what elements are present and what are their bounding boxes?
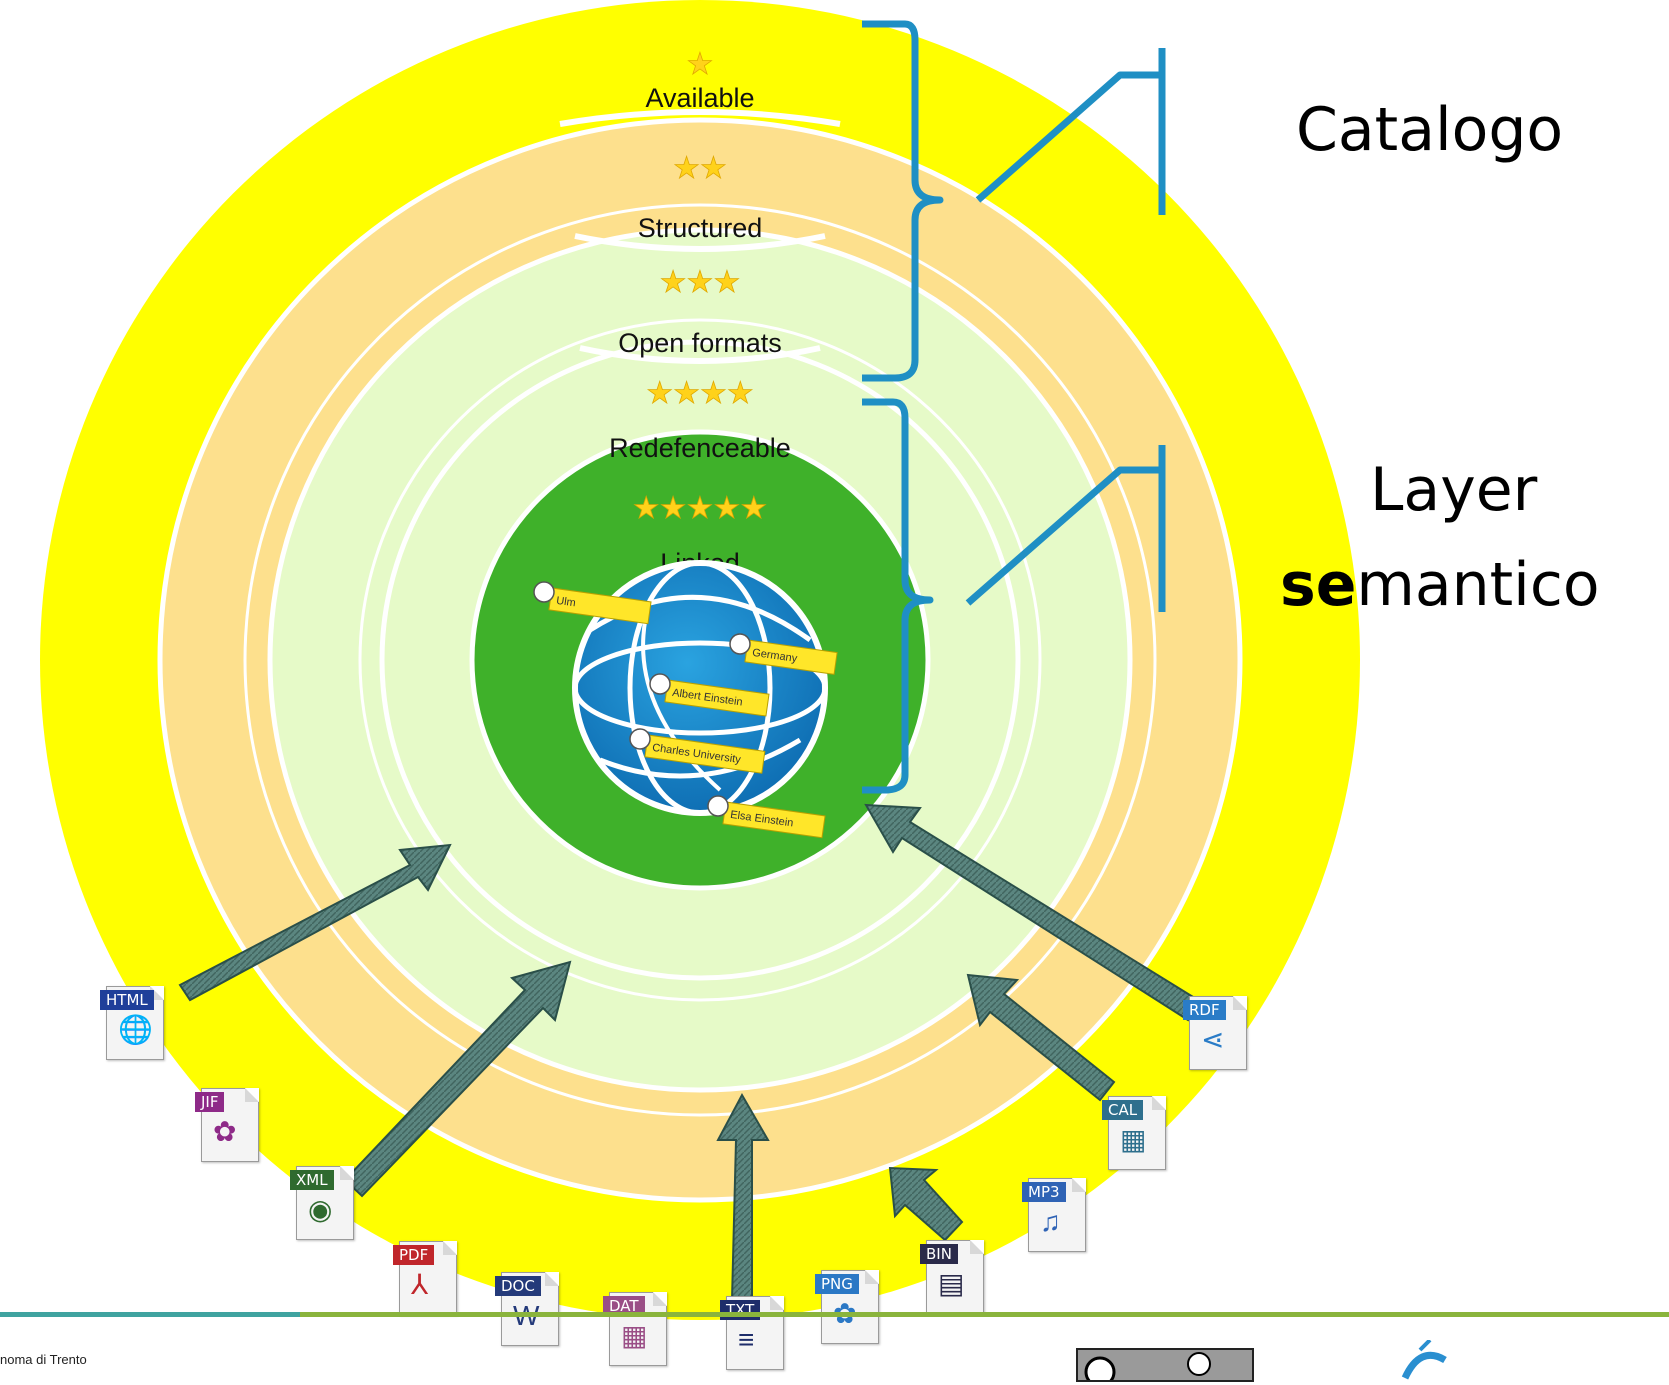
layer-label-bold-part: se	[1280, 550, 1357, 620]
file-icon-jif: JIF ✿	[195, 1082, 261, 1164]
rdf-icon: ⋖	[1201, 1024, 1225, 1055]
table-icon: ▦	[621, 1320, 648, 1351]
star-rating-1: ★	[687, 48, 714, 81]
text-icon: ≡	[738, 1324, 755, 1355]
globe-icon: ◉	[308, 1194, 333, 1225]
footer-line-left	[0, 1312, 300, 1317]
globe-node-card: Ulm	[533, 581, 652, 625]
calendar-icon: ▦	[1120, 1124, 1147, 1155]
globe-node-card: Albert Einstein	[649, 673, 770, 717]
browser-icon: 🌐	[118, 1014, 153, 1045]
arrow-html	[178, 843, 452, 1002]
file-icon-cal: CAL ▦	[1102, 1090, 1168, 1172]
file-icon-txt: TXT ≡	[720, 1290, 786, 1372]
layer-label-line1: Layer	[1370, 455, 1538, 525]
footer-line-right	[300, 1312, 1669, 1317]
node-icon	[629, 728, 651, 750]
star-rating-5: ★★★★★	[633, 492, 767, 525]
file-type-tag: RDF	[1183, 1000, 1226, 1020]
file-type-tag: DAT	[603, 1296, 645, 1316]
globe-node-label: Ulm	[555, 595, 576, 610]
file-icon-mp3: MP3 ♫	[1022, 1172, 1088, 1254]
file-icon-html: HTML 🌐	[100, 980, 166, 1062]
ring-wave-1	[559, 109, 841, 127]
layer-label-line2: semantico	[1280, 555, 1600, 615]
ring-label-1: Structured	[638, 213, 763, 243]
star-rating-4: ★★★★	[646, 377, 754, 410]
globe-node-card: Charles University	[629, 728, 766, 774]
arrow-xml	[343, 960, 572, 1198]
layer-label-rest: mantico	[1356, 550, 1600, 620]
node-icon	[533, 581, 555, 603]
ring-label-0: Available	[645, 83, 754, 113]
file-type-tag: JIF	[195, 1092, 225, 1112]
binary-icon: ▤	[938, 1268, 965, 1299]
ring-label-3: Redefenceable	[609, 433, 791, 463]
cc-icon	[1084, 1352, 1211, 1385]
data-flow-arrows	[178, 803, 1200, 1301]
arrow-rdf	[864, 803, 1200, 1022]
file-type-tag: BIN	[920, 1244, 958, 1264]
file-icon-png: PNG✿	[815, 1264, 881, 1346]
arrow-txt	[716, 1092, 770, 1301]
globe-node-card: Germany	[729, 633, 838, 675]
star-rating-2: ★★	[673, 152, 727, 185]
file-type-tag: PNG	[815, 1274, 859, 1294]
file-type-tag: PDF	[393, 1245, 435, 1265]
node-icon	[649, 673, 671, 695]
file-type-tag: HTML	[100, 990, 154, 1010]
file-icon-pdf: PDF ⅄	[393, 1235, 459, 1317]
node-icon	[707, 795, 729, 817]
node-icon	[729, 633, 751, 655]
audio-icon: ♫	[1040, 1206, 1061, 1237]
arrow-cal	[966, 973, 1116, 1102]
open-logo-icon	[1401, 1340, 1447, 1380]
inner-divider-ring	[358, 318, 1042, 1002]
ring-label-2: Open formats	[618, 328, 782, 358]
footer-text: noma di Trento	[0, 1352, 87, 1367]
pdf-icon: ⅄	[411, 1269, 429, 1300]
file-type-tag: CAL	[1102, 1100, 1144, 1120]
file-type-tag: DOC	[495, 1276, 541, 1296]
arrow-bin	[888, 1166, 964, 1242]
file-type-tag: MP3	[1022, 1182, 1066, 1202]
linked-data-globe	[572, 560, 828, 816]
file-type-tag: XML	[290, 1170, 334, 1190]
cc-license-badge[interactable]	[1076, 1348, 1254, 1385]
globe-node-card: Elsa Einstein	[707, 795, 826, 839]
star-rating-3: ★★★	[660, 266, 741, 299]
ring-wave-3	[579, 345, 821, 364]
file-icon-xml: XML ◉	[290, 1160, 356, 1242]
ring-wave-2	[574, 233, 826, 252]
file-icon-dat: DAT ▦	[603, 1286, 669, 1368]
catalogo-label: Catalogo	[1296, 95, 1564, 165]
inner-divider-ring-2	[243, 203, 1157, 1117]
file-icon-bin: BIN ▤	[920, 1234, 986, 1316]
layer-semantico-bracket	[862, 398, 1166, 794]
file-icon-rdf: RDF ⋖	[1183, 990, 1249, 1072]
image-icon: ✿	[213, 1116, 237, 1147]
file-type-tag: TXT	[720, 1300, 761, 1320]
file-icon-doc: DOCW	[495, 1266, 561, 1348]
catalogo-bracket	[862, 20, 1166, 382]
